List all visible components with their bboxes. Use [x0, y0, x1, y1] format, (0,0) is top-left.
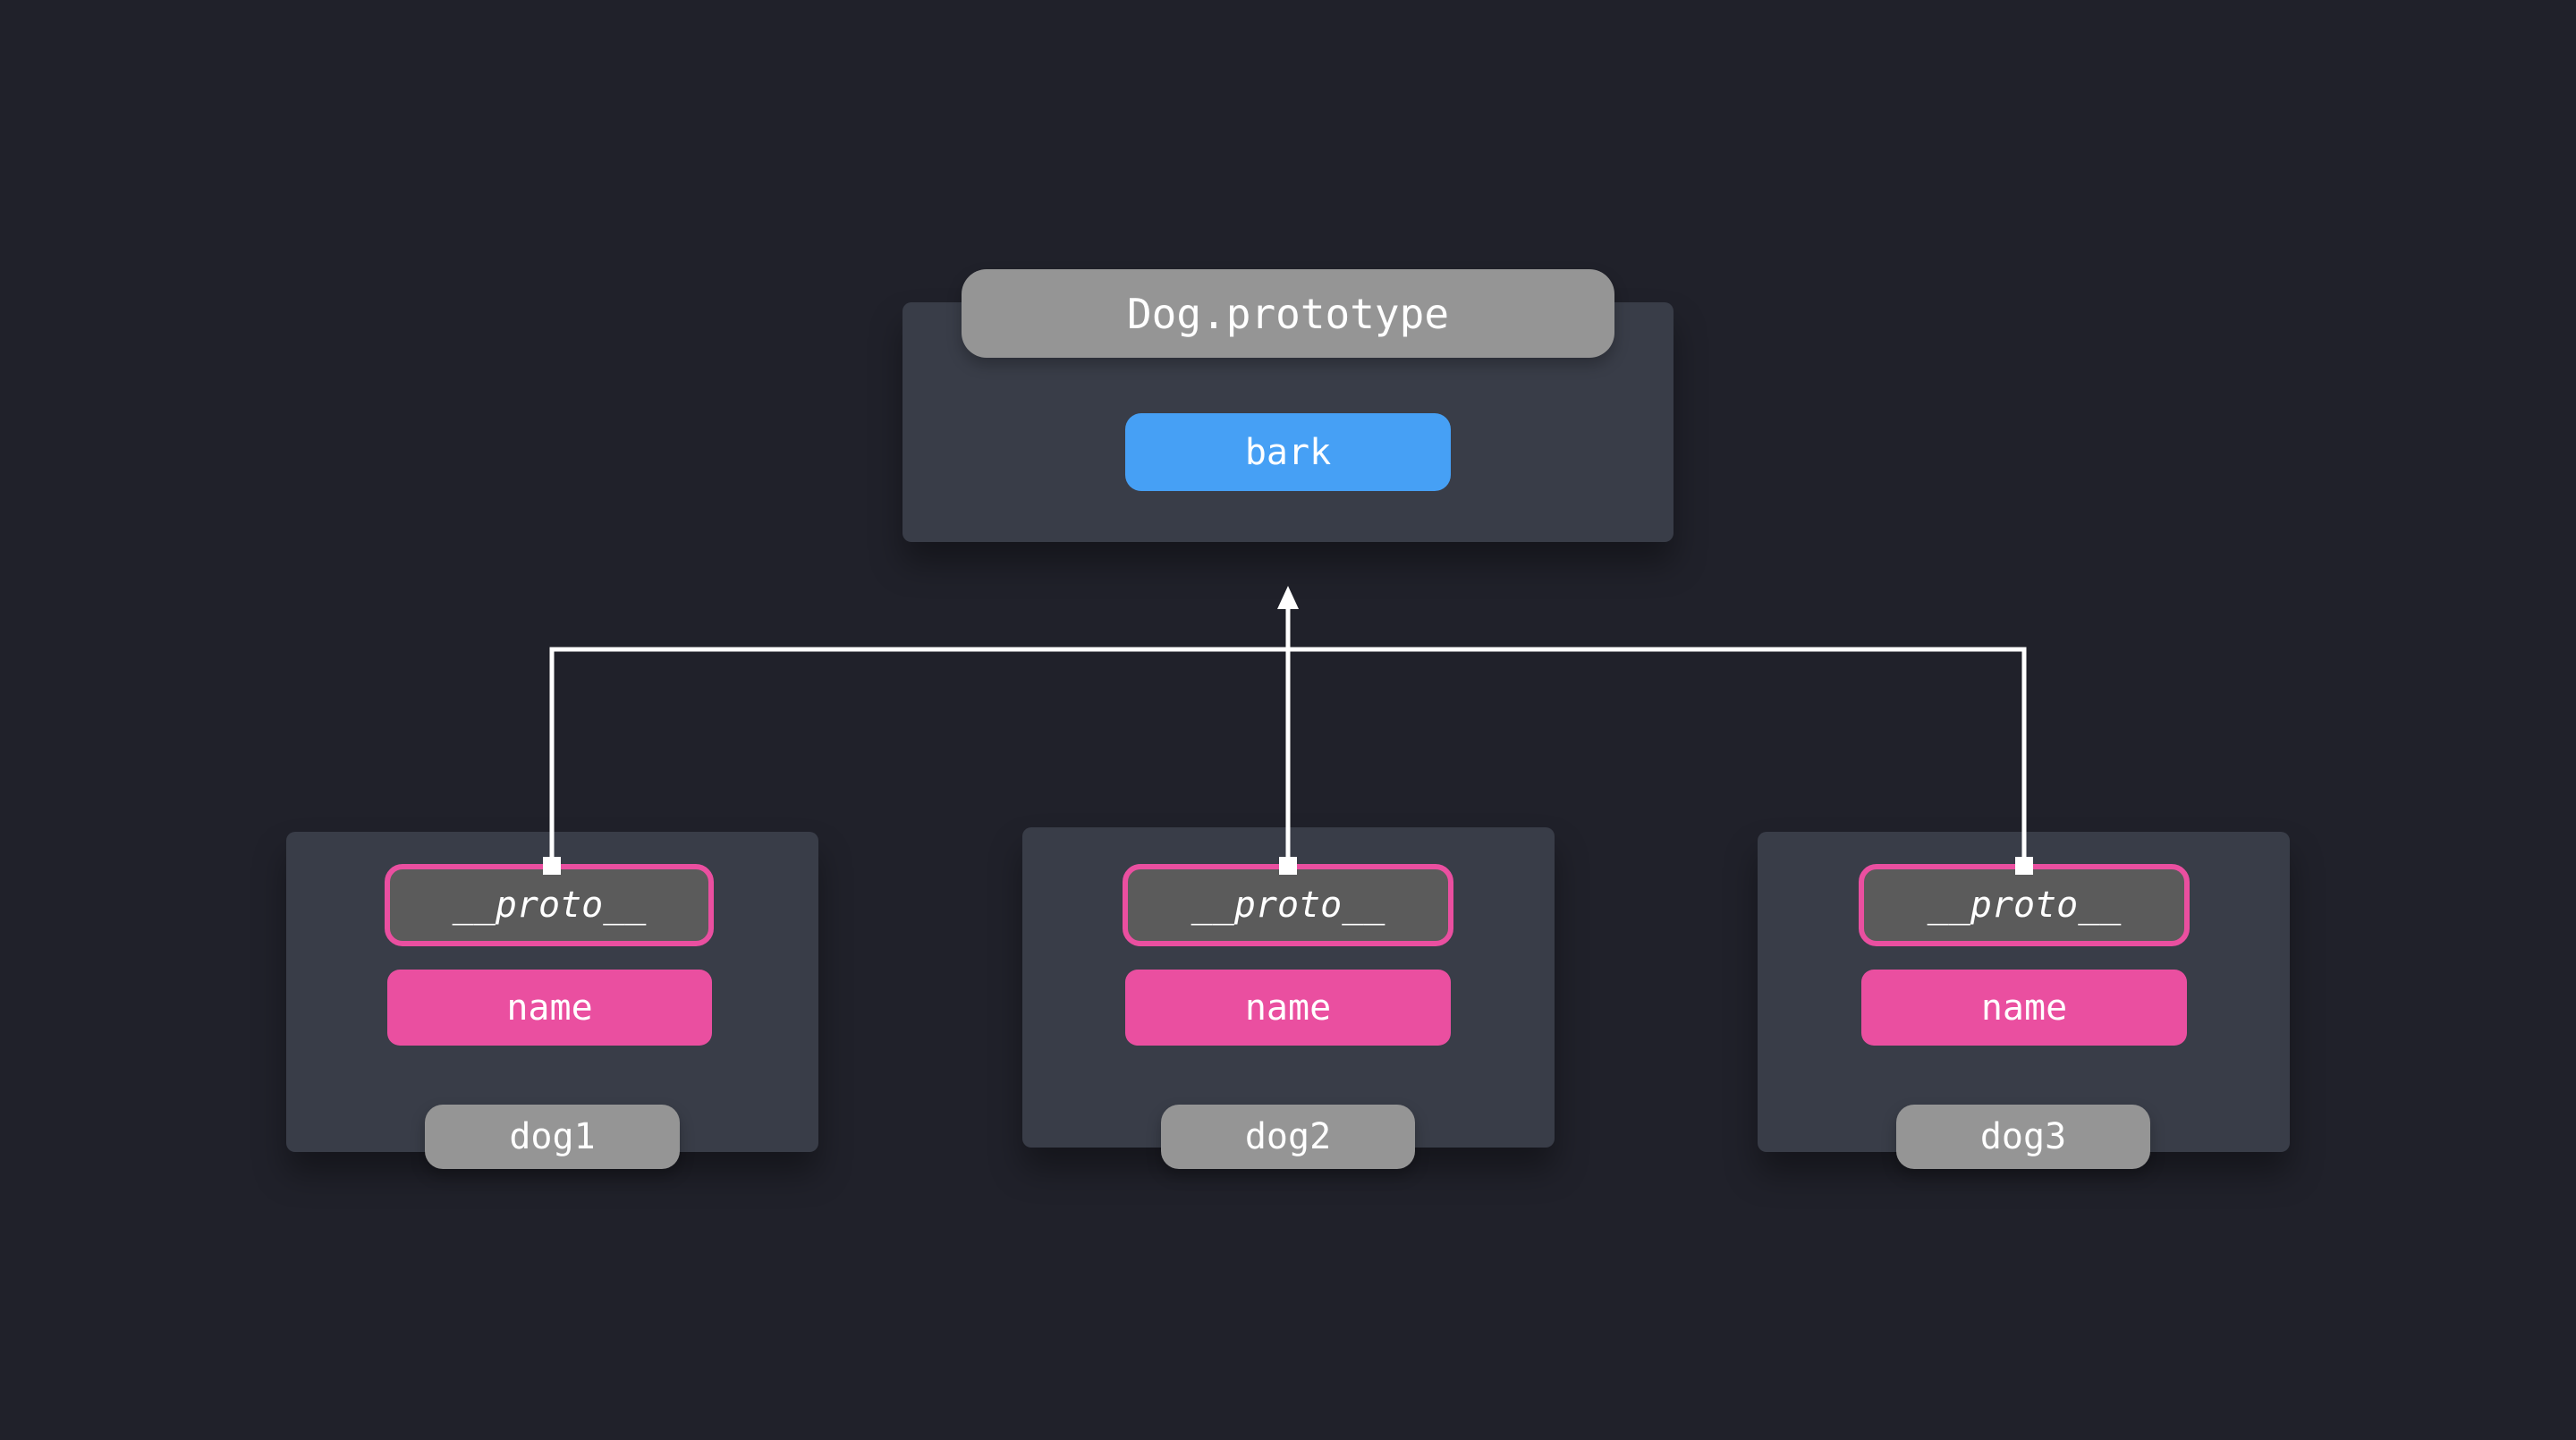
dog3-name-property: name	[1861, 970, 2187, 1046]
dog2-label: dog2	[1161, 1105, 1415, 1169]
prototype-title: Dog.prototype	[962, 269, 1614, 358]
dog1-proto-field: __proto__	[385, 864, 714, 946]
dog1-name-property: name	[387, 970, 712, 1046]
dog3-proto-field: __proto__	[1859, 864, 2190, 946]
bark-method: bark	[1125, 413, 1451, 491]
dog1-label: dog1	[425, 1105, 680, 1169]
dog2-name-property: name	[1125, 970, 1451, 1046]
arrowhead-icon	[1277, 586, 1299, 609]
dog2-proto-field: __proto__	[1123, 864, 1453, 946]
dog3-label: dog3	[1896, 1105, 2150, 1169]
